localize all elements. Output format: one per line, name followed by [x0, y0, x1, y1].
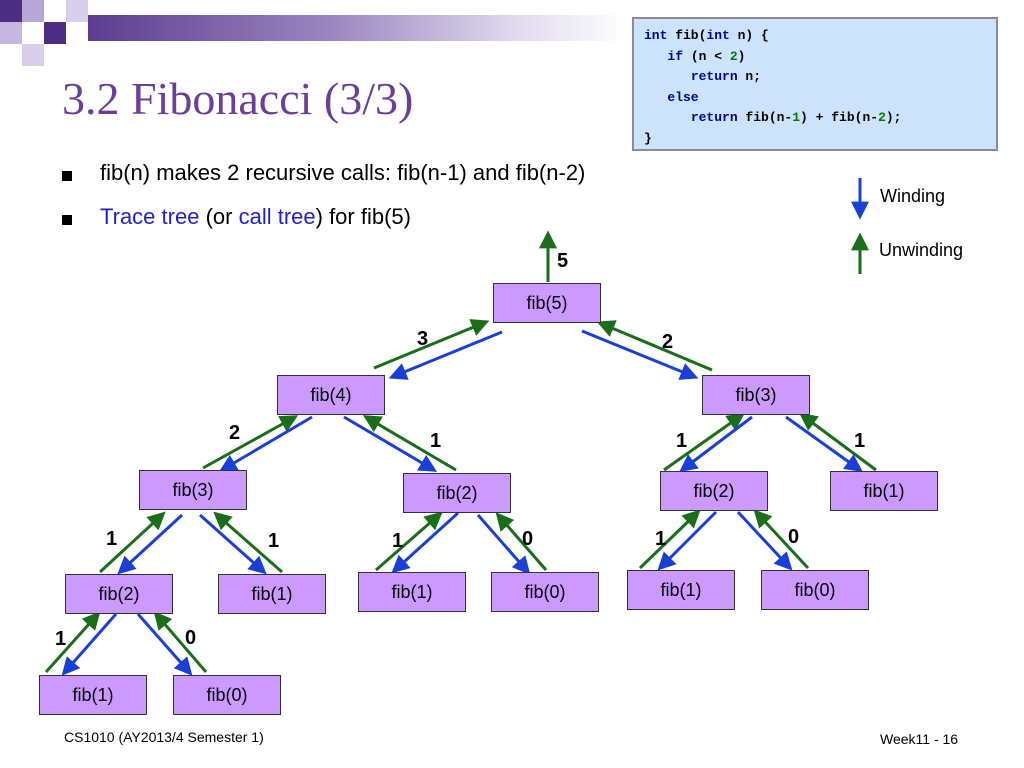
winding-arrow	[581, 329, 699, 380]
code-line-6: }	[644, 130, 652, 146]
code-line-5: return fib(n-1) + fib(n-2);	[690, 110, 902, 125]
footer-course: CS1010 (AY2013/4 Semester 1)	[64, 729, 264, 745]
unwinding-arrow	[375, 511, 443, 572]
legend-unwinding-label: Unwinding	[879, 240, 964, 260]
unwinding-arrow	[44, 611, 101, 674]
unwinding-arrow	[663, 412, 745, 472]
decor-square-1	[0, 0, 22, 22]
return-value-label: 5	[557, 250, 569, 272]
decor-square-2	[22, 0, 44, 22]
return-value-label: 1	[106, 528, 118, 550]
decor-square-3	[0, 22, 22, 44]
winding-arrow	[391, 511, 460, 574]
unwinding-arrow	[202, 415, 299, 470]
slide-title: 3.2 Fibonacci (3/3)	[62, 73, 414, 124]
tree-node-fib0: fib(0)	[491, 572, 599, 612]
return-value-label: 3	[417, 328, 429, 350]
return-value-label: 1	[392, 530, 404, 552]
return-value-label: 1	[655, 528, 667, 550]
return-value-label: 2	[662, 331, 674, 353]
return-value-label: 1	[55, 628, 67, 650]
trace-tree-term: Trace tree	[100, 204, 200, 229]
tree-node-fib4: fib(4)	[277, 375, 385, 415]
bullet-square-icon	[62, 215, 72, 225]
winding-arrow	[785, 415, 863, 473]
tree-node-fib0: fib(0)	[761, 570, 869, 610]
return-value-label: 0	[788, 526, 800, 548]
winding-arrow	[199, 513, 267, 575]
tree-node-fib1: fib(1)	[39, 675, 147, 715]
bullet-item: fib(n) makes 2 recursive calls: fib(n-1)…	[62, 160, 585, 204]
code-line-4: else	[667, 89, 699, 105]
winding-arrow	[388, 330, 503, 380]
code-line-1: int fib(int n) {	[644, 28, 769, 43]
unwinding-arrow	[753, 509, 810, 570]
tree-node-fib2: fib(2)	[65, 574, 173, 614]
return-value-label: 1	[430, 430, 442, 452]
unwinding-arrow	[362, 415, 457, 472]
unwinding-arrow	[799, 412, 877, 472]
unwinding-arrow	[98, 511, 166, 574]
code-line-2: if (n < 2)	[667, 48, 746, 64]
footer-page-number: Week11 - 16	[880, 731, 959, 747]
winding-arrow	[657, 510, 718, 571]
bullet-text: fib(n) makes 2 recursive calls: fib(n-1)…	[100, 160, 586, 185]
return-value-label: 1	[676, 430, 688, 452]
unwinding-arrow	[638, 509, 701, 570]
decor-square-4	[44, 22, 66, 44]
bullet-list: fib(n) makes 2 recursive calls: fib(n-1)…	[62, 160, 585, 248]
return-value-label: 1	[268, 530, 280, 552]
winding-arrow	[136, 613, 193, 676]
legend-winding-label: Winding	[880, 186, 946, 206]
unwinding-arrow	[213, 511, 283, 574]
tree-node-fib3: fib(3)	[702, 375, 810, 415]
call-tree-term: call tree	[238, 204, 316, 229]
tree-node-fib1: fib(1)	[830, 471, 938, 511]
return-value-label: 0	[522, 528, 534, 550]
tree-node-fib2: fib(2)	[660, 471, 768, 511]
winding-arrow	[736, 510, 793, 571]
winding-arrow	[61, 613, 118, 676]
tree-node-fib2: fib(2)	[403, 473, 511, 513]
tree-node-fib1: fib(1)	[627, 570, 735, 610]
unwinding-arrow	[373, 319, 490, 370]
tree-node-fib0: fib(0)	[173, 675, 281, 715]
winding-arrow	[679, 415, 753, 473]
unwinding-arrow	[596, 320, 713, 372]
decor-square-6	[66, 0, 88, 22]
bullet-item: Trace tree (or call tree) for fib(5)	[62, 204, 585, 248]
winding-arrow	[476, 514, 531, 575]
winding-arrow	[343, 415, 438, 472]
code-line-3: return n;	[690, 69, 762, 84]
return-value-label: 0	[185, 627, 197, 649]
tree-node-fib1: fib(1)	[358, 572, 466, 612]
tree-node-fib3: fib(3)	[139, 470, 247, 510]
return-value-label: 1	[854, 430, 866, 452]
winding-arrow	[218, 415, 313, 472]
return-value-label: 2	[229, 422, 241, 444]
header-gradient-bar	[88, 15, 628, 41]
decor-square-5	[22, 44, 44, 66]
tree-node-fib1: fib(1)	[218, 574, 326, 614]
code-box: int fib(int n) { if (n < 2) return n; el…	[632, 17, 998, 151]
unwinding-arrow	[495, 512, 548, 571]
tree-node-fib5: fib(5)	[493, 283, 601, 323]
winding-arrow	[117, 513, 184, 575]
unwinding-arrow	[153, 611, 208, 673]
bullet-square-icon	[62, 171, 72, 181]
